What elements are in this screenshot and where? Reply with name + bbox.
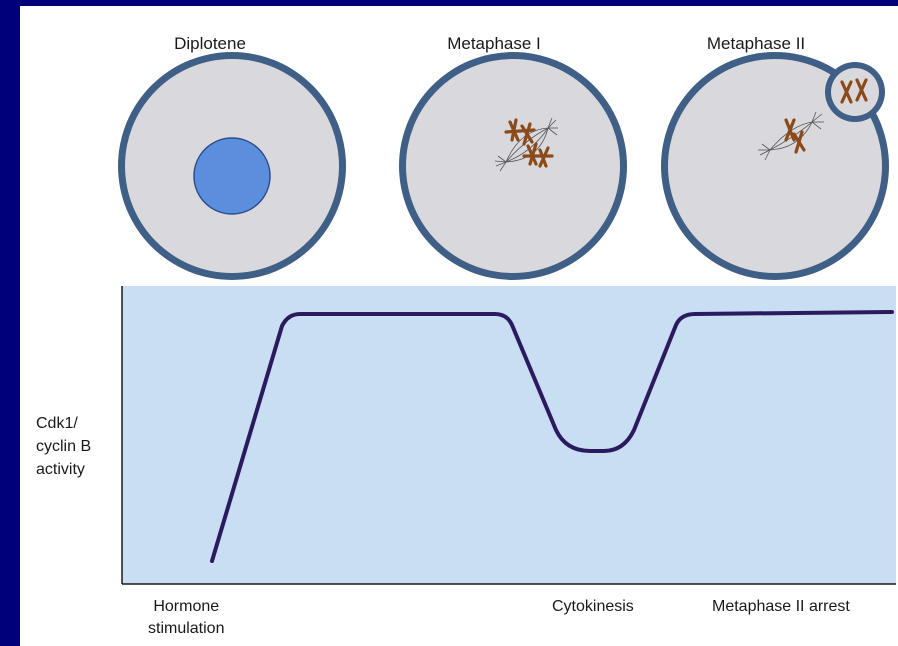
xlabel-hormone-line-2: stimulation bbox=[148, 618, 224, 640]
activity-chart bbox=[122, 286, 896, 584]
y-axis-label: Cdk1/ cyclin B activity bbox=[36, 412, 91, 481]
nucleus bbox=[194, 138, 270, 214]
xlabel-hormone-stimulation: Hormone stimulation bbox=[148, 596, 224, 640]
xlabel-metaphase-2-arrest: Metaphase II arrest bbox=[712, 596, 850, 618]
y-axis-label-line-3: activity bbox=[36, 458, 91, 481]
chart-plot-area bbox=[122, 286, 896, 584]
y-axis-label-line-1: Cdk1/ bbox=[36, 412, 91, 435]
xlabel-hormone-line-1: Hormone bbox=[148, 596, 224, 618]
y-axis-label-line-2: cyclin B bbox=[36, 435, 91, 458]
oocyte-metaphase-1 bbox=[399, 52, 627, 280]
polar-body bbox=[825, 62, 885, 122]
xlabel-cytokinesis: Cytokinesis bbox=[552, 596, 634, 618]
